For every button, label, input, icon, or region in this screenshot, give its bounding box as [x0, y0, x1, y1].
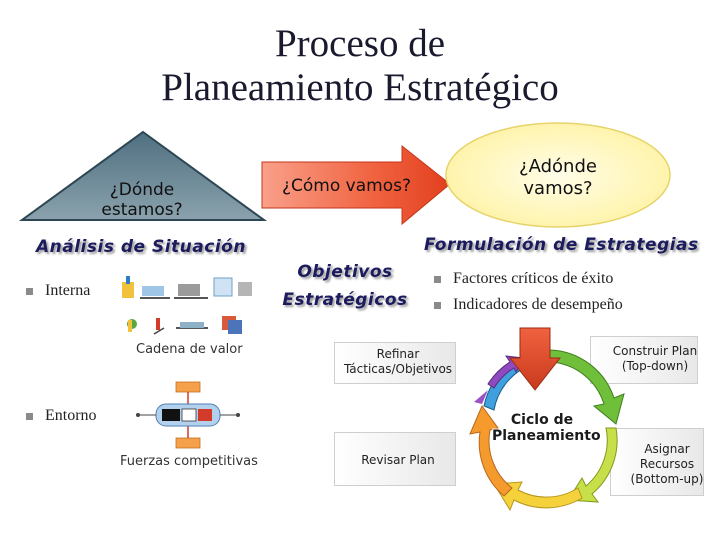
bullet-indicadores-text: Indicadores de desempeño: [453, 296, 623, 313]
refinar-label: Refinar Tácticas/Objetivos: [343, 347, 453, 376]
five-forces-diagram: [136, 381, 240, 449]
bullet-square: [434, 275, 441, 283]
cadena-caption: Cadena de valor: [136, 342, 243, 357]
fuerzas-caption: Fuerzas competitivas: [120, 454, 258, 469]
bullet-factores-text: Factores críticos de éxito: [453, 270, 614, 287]
bullet-entorno: Entorno: [26, 407, 97, 425]
title-line-1: Proceso de: [274, 22, 446, 65]
bullet-square: [26, 287, 33, 295]
analisis-heading: Análisis de Situación: [36, 237, 246, 257]
planning-cycle: [469, 327, 625, 512]
construir-box: [590, 336, 698, 384]
objetivos-heading: Objetivos Estratégicos: [282, 262, 408, 310]
bullet-indicadores: Indicadores de desempeño: [434, 296, 623, 314]
bullet-square: [434, 301, 441, 309]
ellipse-label: ¿Adónde vamos?: [519, 156, 597, 199]
value-chain-picture: [122, 276, 252, 335]
title-line-2: Planeamiento Estratégico: [161, 66, 559, 109]
triangle-label: ¿Dónde estamos?: [101, 180, 183, 220]
bullet-interna: Interna: [26, 282, 90, 300]
triangle-shape: [18, 130, 268, 221]
arrow-label: ¿Cómo vamos?: [282, 176, 411, 196]
formulacion-heading: Formulación de Estrategias: [424, 235, 699, 255]
asignar-label: Asignar Recursos (Bottom-up): [630, 442, 704, 486]
ciclo-label: Ciclo de Planeamiento: [492, 412, 601, 444]
bullet-entorno-text: Entorno: [45, 407, 97, 424]
construir-label: Construir Plan (Top-down): [612, 344, 698, 373]
asignar-box: [610, 428, 704, 496]
bullet-interna-text: Interna: [45, 282, 91, 299]
revisar-label: Revisar Plan: [361, 453, 435, 467]
arrow-shape: [261, 144, 451, 226]
bullet-factores: Factores críticos de éxito: [434, 270, 613, 288]
revisar-box: [334, 432, 456, 486]
ellipse-shape: [445, 122, 671, 228]
page-title: Proceso de Planeamiento Estratégico: [0, 22, 720, 110]
bullet-square: [26, 412, 33, 420]
refinar-box: [334, 342, 456, 384]
